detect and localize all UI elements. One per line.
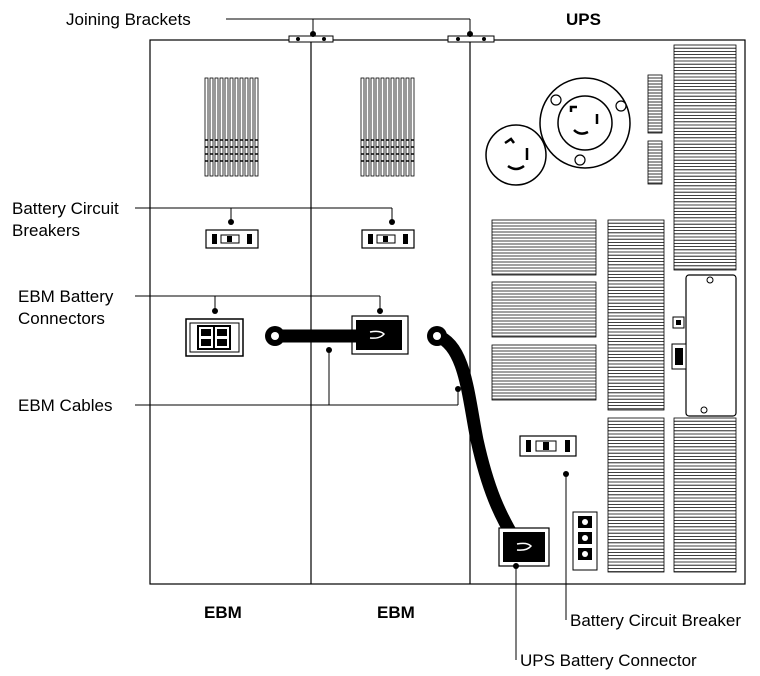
ebm-battery-connector-left xyxy=(185,318,244,357)
ups-vent xyxy=(607,417,665,573)
joining-bracket-left xyxy=(288,35,334,43)
label-ebm-left: EBM xyxy=(204,603,242,622)
ups-vent xyxy=(673,44,737,271)
label-ebm-right: EBM xyxy=(377,603,415,622)
ups-receptacle-large xyxy=(539,77,631,169)
ups-vent-grilles xyxy=(491,44,737,573)
label-battery-circuit-breakers-2: Breakers xyxy=(12,221,80,240)
usb-port xyxy=(672,316,685,329)
ups-vent xyxy=(647,140,663,185)
label-battery-circuit-breaker: Battery Circuit Breaker xyxy=(570,611,741,630)
terminal-block xyxy=(572,511,598,571)
ebm-cable-left xyxy=(265,326,363,346)
label-battery-circuit-breakers-1: Battery Circuit xyxy=(12,199,119,218)
ups-vent xyxy=(607,219,665,411)
ups-vent xyxy=(647,74,663,134)
communication-bay xyxy=(685,274,737,417)
ebm-vent xyxy=(360,77,415,177)
ups-circuit-breaker xyxy=(519,435,577,457)
label-ebm-battery-connectors-1: EBM Battery xyxy=(18,287,114,306)
label-ups: UPS xyxy=(566,10,601,29)
ups-vent xyxy=(491,219,597,276)
ups-vent xyxy=(491,344,597,401)
serial-port xyxy=(671,343,687,370)
label-joining-brackets: Joining Brackets xyxy=(66,10,191,29)
label-ebm-cables: EBM Cables xyxy=(18,396,112,415)
label-ups-battery-connector: UPS Battery Connector xyxy=(520,651,697,670)
joining-bracket-right xyxy=(447,35,495,43)
ups-vent xyxy=(491,281,597,338)
ebm-circuit-breaker-left xyxy=(205,229,259,249)
ups-battery-connector xyxy=(498,527,550,567)
ebm-circuit-breaker-right xyxy=(361,229,415,249)
ebm-vent-grilles xyxy=(204,77,415,177)
ebm-cable-right xyxy=(427,326,522,547)
ups-receptacle-small xyxy=(485,124,547,186)
ups-vent xyxy=(673,417,737,573)
ebm-vent xyxy=(204,77,259,177)
callout-lines xyxy=(135,18,569,660)
label-ebm-battery-connectors-2: Connectors xyxy=(18,309,105,328)
